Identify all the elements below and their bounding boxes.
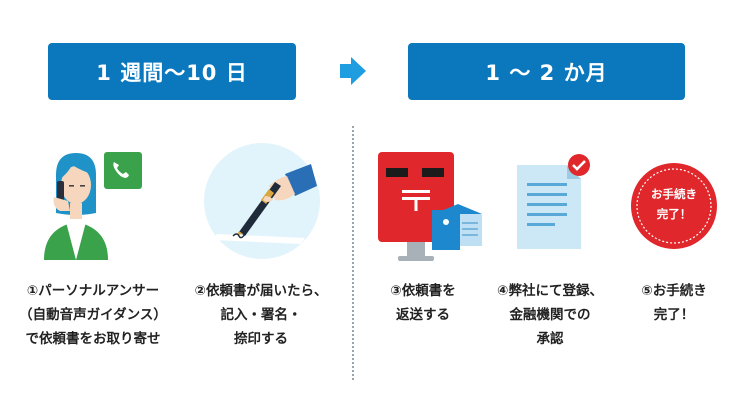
step-4-line-2: 金融機関での xyxy=(509,307,591,323)
step-1-line-3: で依頼書をお取り寄せ xyxy=(25,331,161,347)
arrow-right-icon xyxy=(340,57,366,85)
step-2-line-3: 捺印する xyxy=(234,331,288,347)
postbox-icon xyxy=(378,152,482,261)
step-2-line-1: ②依頼書が届いたら、 xyxy=(194,283,328,299)
step-5-line-1: ⑤お手続き xyxy=(641,283,707,299)
step-5-line-2: 完了！ xyxy=(653,307,695,323)
period-label-first: 1 週間〜10 日 xyxy=(48,43,296,100)
step-1-text: ①パーソナルアンサー （自動音声ガイダンス） で依頼書をお取り寄せ xyxy=(8,279,178,351)
step-2-line-2: 記入・署名・ xyxy=(220,307,302,323)
badge-line-1: お手続き xyxy=(651,187,697,201)
step-4-text: ④弊社にて登録、 金融機関での 承認 xyxy=(485,279,615,351)
step-1-line-2: （自動音声ガイダンス） xyxy=(19,307,167,323)
step-1-line-1: ①パーソナルアンサー xyxy=(26,283,160,299)
step-2-text: ②依頼書が届いたら、 記入・署名・ 捺印する xyxy=(182,279,340,351)
phone-call-person-icon xyxy=(44,152,142,260)
badge-line-2: 完了！ xyxy=(656,207,692,221)
section-divider xyxy=(352,126,354,380)
period-label-second: 1 〜 2 か月 xyxy=(408,43,685,100)
step-5-text: ⑤お手続き 完了！ xyxy=(624,279,724,327)
step-3-line-1: ③依頼書を xyxy=(390,283,456,299)
step-4-line-1: ④弊社にて登録、 xyxy=(497,283,603,299)
step-3-text: ③依頼書を 返送する xyxy=(368,279,478,327)
step-4-line-3: 承認 xyxy=(536,331,564,347)
document-check-icon xyxy=(517,154,590,249)
step-3-line-2: 返送する xyxy=(396,307,450,323)
pen-signing-icon xyxy=(204,143,320,259)
complete-badge-icon: お手続き 完了！ xyxy=(631,163,717,249)
